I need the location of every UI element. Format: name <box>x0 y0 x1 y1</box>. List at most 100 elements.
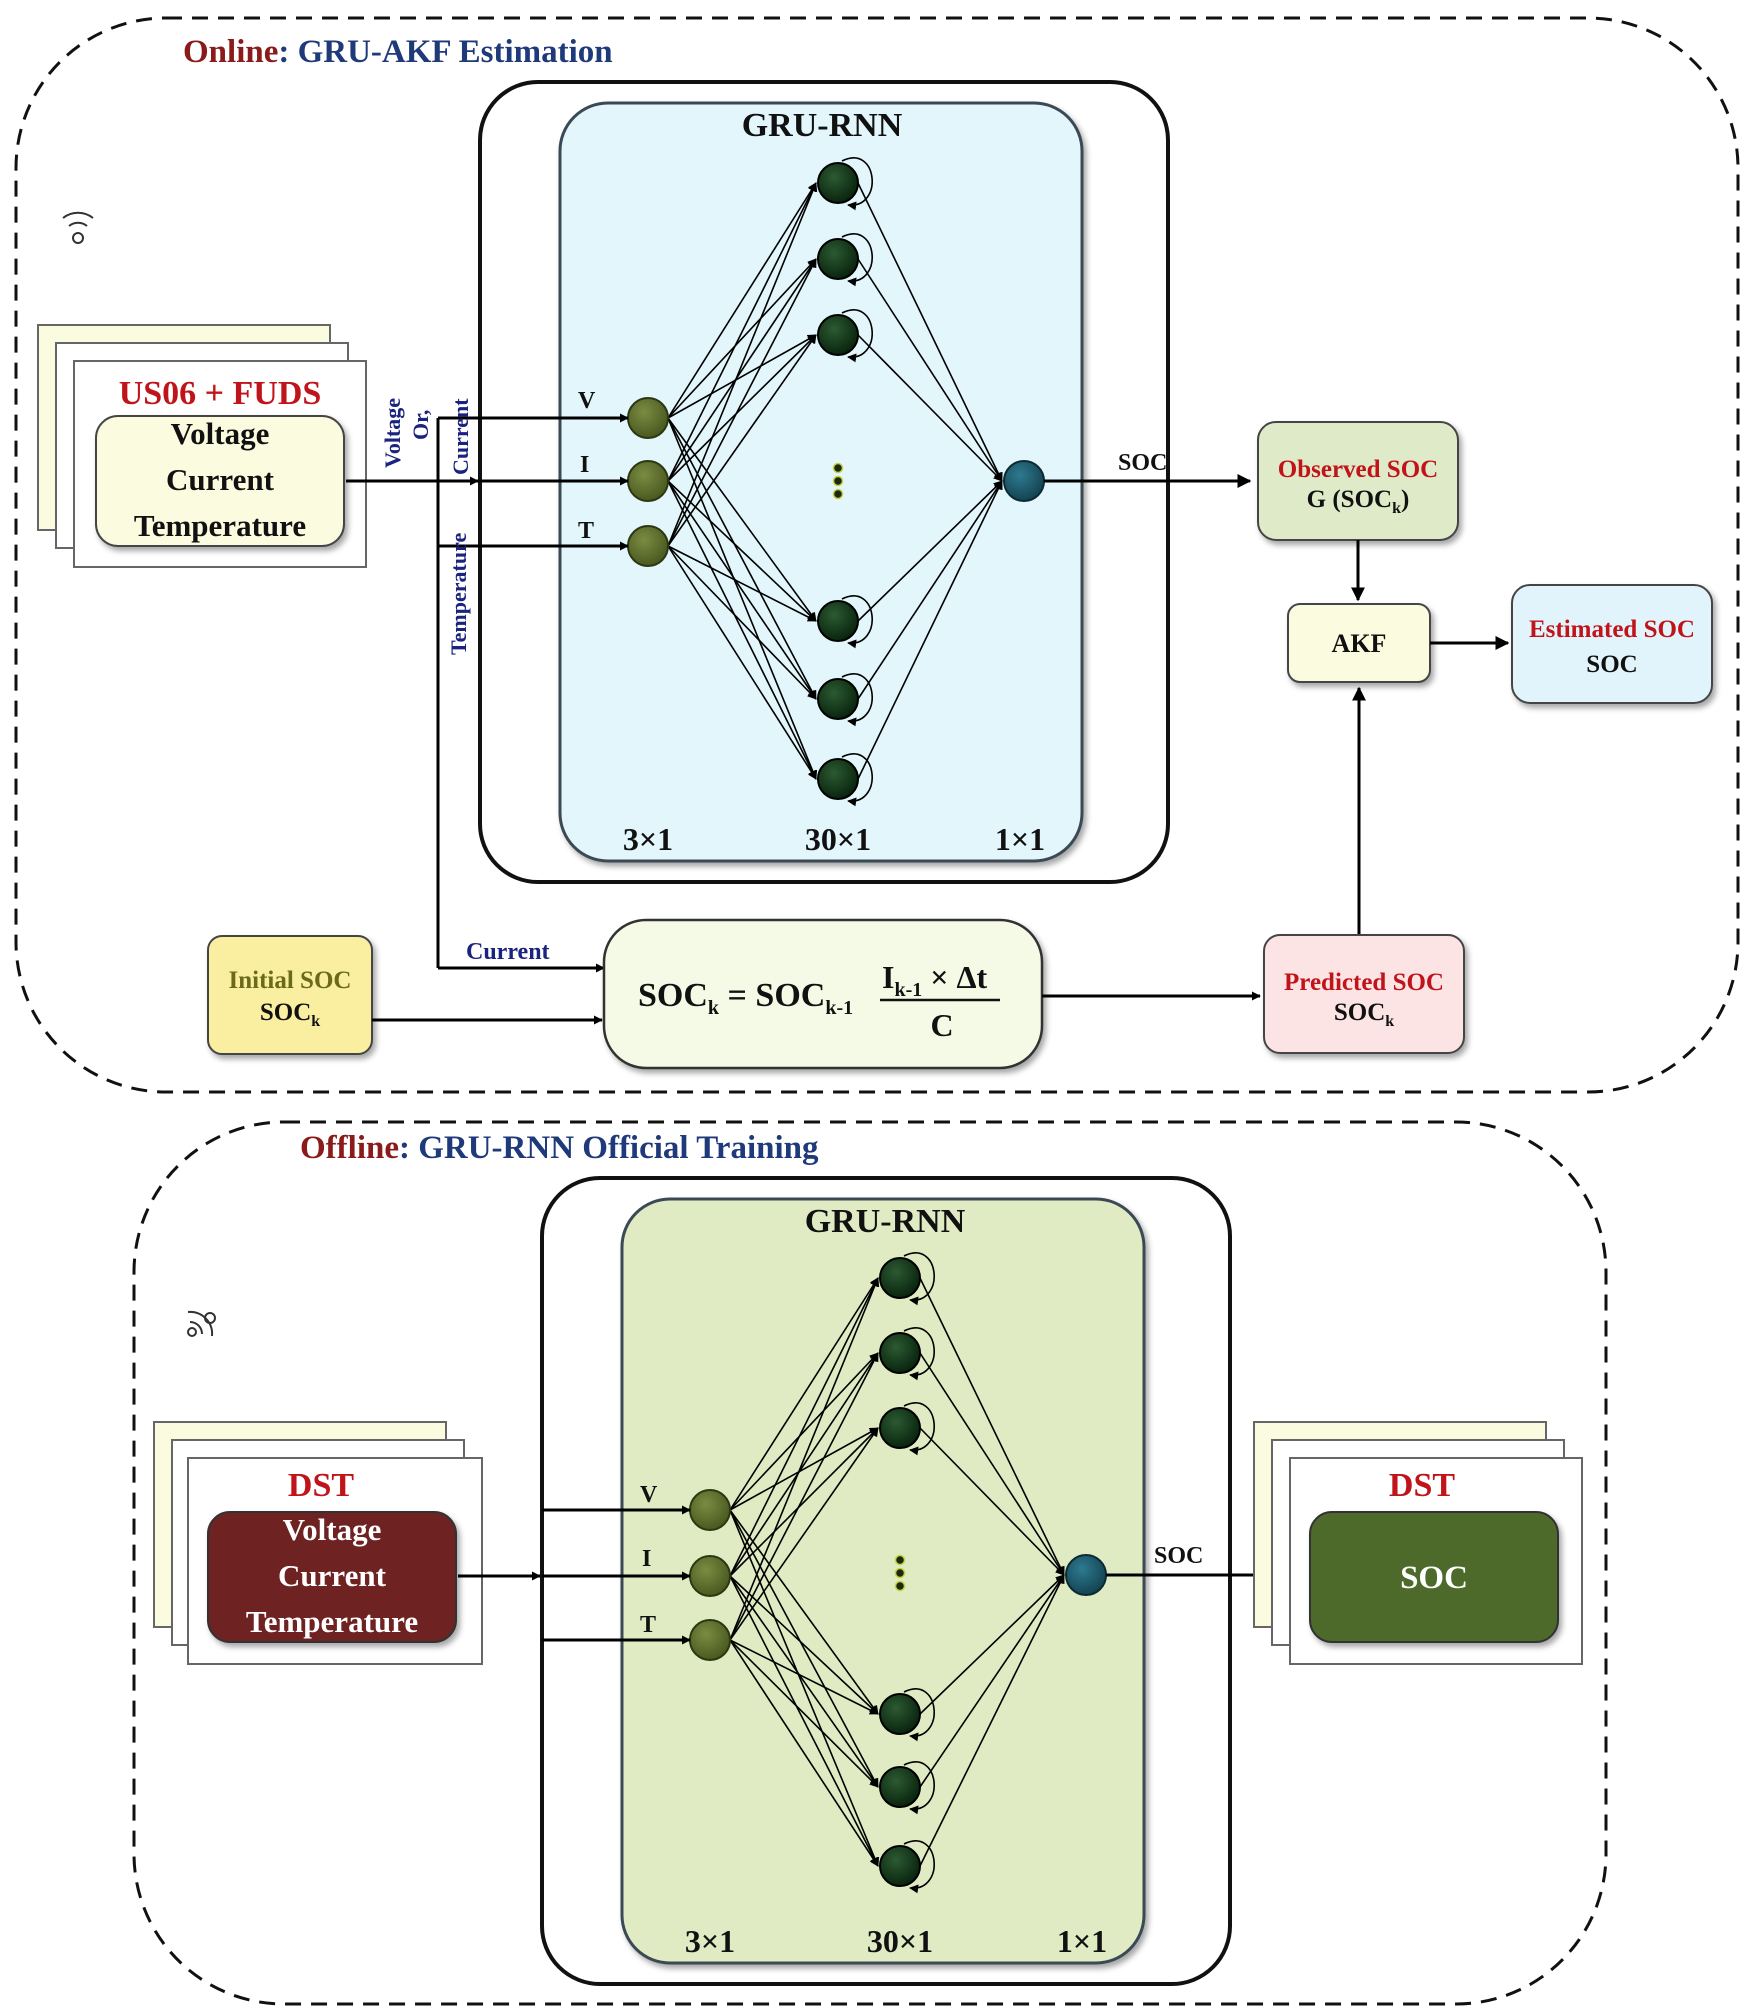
hidden-node <box>817 238 859 280</box>
online-input-features-box <box>95 415 345 547</box>
offline-layer-size-output: 1×1 <box>1057 1923 1107 1959</box>
offline-dashed-border <box>132 1120 1608 2006</box>
offline-title-keyword: Offline <box>300 1130 399 1166</box>
online-panel-title: GRU-RNN <box>742 107 903 144</box>
offline-input-label-t: T <box>640 1612 656 1638</box>
recurrent-loop <box>903 1688 935 1742</box>
observed-soc-title: Observed SOC <box>1278 456 1438 483</box>
hidden-output-connection <box>919 1574 1065 1788</box>
ellipsis-dot <box>832 488 844 500</box>
offline-input-features-box <box>207 1511 457 1643</box>
input-node <box>627 525 669 567</box>
online-label-temperature: Temperature <box>446 533 471 655</box>
hidden-node <box>879 1407 921 1449</box>
online-label-current-vertical: Current <box>448 398 473 475</box>
offline-title: Offline: GRU-RNN Official Training <box>300 1130 819 1166</box>
input-hidden-connection <box>729 1352 879 1577</box>
online-network <box>627 157 1045 807</box>
hidden-node <box>817 758 859 800</box>
online-layer-size-hidden: 30×1 <box>805 821 871 857</box>
offline-output-card-stack: DST SOC <box>1253 1421 1583 1665</box>
input-hidden-connection <box>667 182 818 547</box>
online-dashed-border <box>14 16 1740 1094</box>
online-input-label-i: I <box>580 452 589 478</box>
initial-soc-box <box>207 935 373 1055</box>
online-layer-size-output: 1×1 <box>995 821 1045 857</box>
input-hidden-connection <box>667 258 817 419</box>
online-input-card-title: US06 + FUDS <box>119 375 322 412</box>
ellipsis-dot <box>894 1580 906 1592</box>
input-hidden-connection <box>729 1277 879 1511</box>
input-hidden-connection <box>729 1575 879 1715</box>
offline-input-card-stack: DST Voltage Current Temperature <box>153 1421 483 1665</box>
online-section: Online: GRU-AKF Estimation GRU-RNN 3×1 3… <box>14 16 1740 1094</box>
offline-layer-size-input: 3×1 <box>685 1923 735 1959</box>
offline-input-line-voltage: Voltage <box>283 1512 382 1547</box>
input-hidden-connection <box>667 417 817 622</box>
input-hidden-connection <box>729 1639 879 1788</box>
input-hidden-connection <box>729 1639 879 1715</box>
input-hidden-connection <box>667 334 817 482</box>
offline-layer-size-hidden: 30×1 <box>867 1923 933 1959</box>
input-hidden-connection <box>729 1575 879 1867</box>
offline-network-panel <box>620 1197 1146 1965</box>
current-label: Current <box>466 939 550 965</box>
hidden-output-connection <box>857 480 1003 700</box>
ellipsis-dot <box>894 1567 906 1579</box>
initial-soc-title: Initial SOC <box>229 967 352 994</box>
hidden-output-connection <box>857 182 1003 482</box>
input-hidden-connection <box>667 258 817 547</box>
input-node <box>689 1489 731 1531</box>
online-layer-size-input: 3×1 <box>623 821 673 857</box>
input-hidden-connection <box>667 334 817 547</box>
wifi-antenna-icon <box>187 1310 216 1337</box>
input-hidden-connection <box>667 182 817 419</box>
hidden-node <box>817 314 859 356</box>
hidden-node <box>817 678 859 720</box>
akf-label: AKF <box>1332 629 1387 658</box>
input-hidden-connection <box>729 1277 880 1641</box>
offline-title-rest: : GRU-RNN Official Training <box>399 1130 819 1166</box>
input-hidden-connection <box>729 1277 879 1577</box>
input-hidden-connection <box>729 1352 879 1641</box>
input-hidden-connection <box>667 417 818 780</box>
equation-lhs: SOCk = SOCk-1 <box>638 977 853 1019</box>
predicted-soc-box <box>1263 934 1465 1054</box>
input-hidden-connection <box>729 1427 879 1511</box>
connection-lines <box>667 182 1003 780</box>
offline-input-line-current: Current <box>278 1558 387 1593</box>
hidden-node <box>879 1693 921 1735</box>
input-node <box>627 460 669 502</box>
estimated-soc-sub: SOC <box>1586 651 1637 678</box>
hidden-output-connection <box>919 1574 1065 1715</box>
online-input-line-current: Current <box>166 462 275 497</box>
estimated-soc-title: Estimated SOC <box>1529 616 1695 643</box>
hidden-output-connection <box>857 480 1003 780</box>
input-hidden-connection <box>729 1427 879 1577</box>
recurrent-loop <box>841 753 873 807</box>
offline-section: Offline: GRU-RNN Official Training GRU-R… <box>132 1120 1608 2006</box>
hidden-output-connection <box>857 480 1003 622</box>
offline-panel-title: GRU-RNN <box>805 1203 966 1240</box>
input-hidden-connection <box>667 545 817 780</box>
wifi-antenna-icon <box>62 211 94 244</box>
offline-input-routing <box>458 1505 691 1645</box>
hidden-node <box>879 1332 921 1374</box>
input-node <box>627 397 669 439</box>
recurrent-loop <box>841 233 873 287</box>
recurrent-loop <box>903 1402 935 1456</box>
online-title-rest: : GRU-AKF Estimation <box>278 34 612 70</box>
output-node <box>1003 460 1045 502</box>
recurrent-loop <box>841 595 873 649</box>
input-hidden-connection <box>667 334 817 419</box>
ellipsis-dot <box>832 462 844 474</box>
input-hidden-connection <box>667 480 817 700</box>
estimated-soc-box <box>1511 584 1713 704</box>
input-hidden-connection <box>729 1509 879 1788</box>
hidden-node <box>817 162 859 204</box>
recurrent-loop <box>841 673 873 727</box>
online-input-label-t: T <box>578 518 594 544</box>
input-hidden-connection <box>667 480 817 780</box>
input-hidden-connection <box>729 1639 879 1867</box>
hidden-node <box>879 1257 921 1299</box>
